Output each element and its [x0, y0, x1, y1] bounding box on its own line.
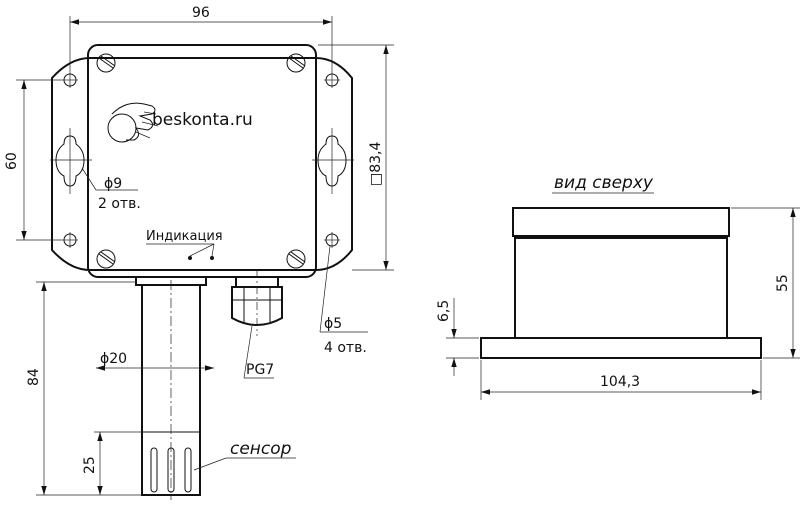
dim-flange: 6,5 [436, 300, 452, 322]
sensor-slot-3 [184, 447, 192, 493]
screw-top-left [96, 53, 116, 73]
screw-bottom-left [96, 249, 116, 269]
probe [135, 276, 207, 500]
indicator-label: Индикация [146, 229, 223, 244]
dim-sensor-length: 25 [82, 456, 98, 474]
hole-small-diameter: ϕ5 [324, 316, 342, 332]
hole-small-count: 4 отв. [324, 340, 367, 356]
hole-large-diameter: ϕ9 [104, 176, 122, 192]
cable-gland [231, 270, 283, 336]
brand-text: beskonta.ru [152, 110, 253, 130]
keyhole-slot-left [50, 128, 92, 194]
keyhole-slot-right [312, 128, 354, 194]
mount-hole-small-tr [324, 72, 340, 88]
mount-hole-small-tl [62, 72, 78, 88]
screw-bottom-right [286, 249, 306, 269]
dim-height-top: 55 [775, 274, 791, 292]
top-view-flange [480, 337, 762, 359]
top-view-body [514, 237, 728, 339]
probe-diameter: ϕ20 [100, 351, 127, 367]
mount-hole-small-br [324, 232, 340, 248]
dim-height-body: □83,4 [368, 142, 384, 186]
sensor-slot-1 [150, 447, 158, 493]
brand-logo-icon [107, 102, 159, 143]
top-view: вид сверху 55 6,5 104,3 [436, 173, 800, 400]
top-view-lid [512, 207, 730, 237]
dim-width-front: 96 [192, 5, 210, 21]
screw-top-right [286, 53, 306, 73]
front-view: beskonta.ru Индикация [4, 5, 394, 500]
gland-label: PG7 [246, 362, 274, 378]
top-view-title: вид сверху [554, 173, 654, 193]
sensor-label: сенсор [230, 439, 292, 459]
hole-large-count: 2 отв. [98, 196, 141, 212]
mount-hole-small-bl [62, 232, 78, 248]
dim-height-holes: 60 [4, 152, 20, 170]
dim-width-top: 104,3 [600, 374, 640, 390]
indicator-led-1 [188, 256, 192, 260]
indicator-led-2 [210, 256, 214, 260]
dim-probe-length: 84 [26, 368, 42, 386]
